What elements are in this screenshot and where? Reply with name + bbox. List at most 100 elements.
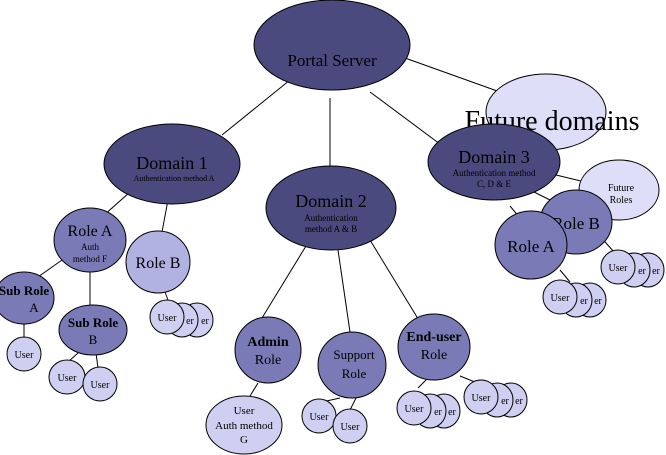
user-auth-g-line-3: G: [240, 434, 248, 446]
domain-2-auth-1: Authentication: [304, 213, 358, 223]
admin-role-line-1: Admin: [247, 335, 288, 350]
user-circle: [82, 366, 118, 402]
portal-server-label: Portal Server: [287, 51, 377, 70]
link-support-user2: [349, 397, 357, 411]
link-portal-domain3: [369, 91, 449, 151]
portal-server-node: Portal Server: [253, 0, 411, 91]
admin-role-line-2: Role: [255, 353, 281, 368]
user-label: User: [91, 380, 111, 391]
user-node-support-1: User: [301, 398, 337, 434]
role-b-node: Role B: [125, 230, 191, 294]
domain-3-node: Domain 3 Authentication method C, D & E: [427, 123, 561, 201]
user-node-sub-role-b-1: User: [48, 359, 86, 395]
link-domain1-roleb: [161, 199, 169, 233]
user-stack-enduser-1: er er User: [396, 390, 461, 429]
user-auth-g-node: User Auth method G: [205, 395, 283, 455]
user-stack-domain-3-role-b: er er User: [600, 249, 665, 288]
user-stack-domain-3-role-a: er er User: [542, 279, 607, 318]
user-stack-front-label: User: [158, 313, 178, 324]
link-roleb-users: [164, 291, 169, 301]
link-domain2-support: [337, 249, 351, 333]
user-stack-partial-label: er: [580, 296, 588, 307]
user-auth-g-line-2: Auth method: [215, 420, 273, 432]
link-d3rolea-users: [559, 269, 571, 283]
sub-role-b-node: Sub Role B: [58, 304, 128, 356]
role-a-title: Role A: [68, 223, 113, 240]
user-stack-circle-front: [600, 249, 636, 285]
domain-2-node: Domain 2 Authentication method A & B: [265, 165, 397, 251]
links: [23, 57, 615, 411]
user-stack-enduser-2: er er User: [463, 379, 528, 418]
portal-server-shape: [253, 0, 411, 91]
link-domain2-admin: [261, 245, 307, 319]
user-stack-circle-front: [542, 279, 578, 315]
role-a-node: Role A Auth method F: [53, 207, 127, 273]
sub-role-b-line-1: Sub Role: [68, 315, 118, 330]
user-label: User: [310, 412, 330, 423]
link-subroleb-user2: [95, 352, 99, 369]
domain-1-auth: Authentication method A: [134, 174, 215, 183]
domain-1-title: Domain 1: [136, 153, 208, 173]
domain-3-role-a-label: Role A: [507, 237, 555, 256]
sub-role-a-shape: [0, 271, 55, 325]
domain-2-title: Domain 2: [295, 191, 367, 211]
user-stack-role-b: er er User: [149, 299, 214, 338]
role-a-auth-2: method F: [73, 254, 107, 264]
role-b-shape: [125, 230, 191, 294]
user-circle: [6, 336, 42, 372]
user-stack-partial-label: er: [594, 296, 602, 307]
domain-1-node: Domain 1 Authentication method A: [103, 123, 241, 205]
user-stack-front-label: User: [551, 293, 571, 304]
user-stack-partial-label: er: [501, 396, 509, 407]
domain-3-role-a-shape: [494, 210, 568, 280]
user-stack-partial-label: er: [652, 266, 660, 277]
enduser-role-line-2: Role: [421, 348, 447, 363]
sub-role-b-shape: [58, 304, 128, 356]
link-portal-domain1: [221, 79, 291, 136]
role-a-auth-1: Auth: [81, 242, 100, 252]
support-role-node: Support Role: [317, 331, 387, 399]
user-label: User: [58, 373, 78, 384]
admin-role-shape: [234, 316, 302, 384]
domain-2-auth-2: method A & B: [305, 224, 357, 234]
user-auth-g-shape: [205, 395, 283, 455]
user-stack-front-label: User: [472, 393, 492, 404]
link-domain2-enduser: [369, 239, 421, 323]
user-stack-front-label: User: [405, 404, 425, 415]
support-role-line-1: Support: [333, 347, 375, 362]
link-domain3-futureroles: [555, 174, 586, 183]
role-b-label: Role B: [136, 255, 181, 272]
sub-role-a-node: Sub Role A: [0, 271, 55, 325]
user-stack-partial-label: er: [434, 407, 442, 418]
future-roles-line-2: Roles: [610, 195, 633, 206]
link-rolea-subrolea: [37, 259, 63, 278]
user-circle: [332, 408, 368, 444]
user-stack-partial-label: er: [201, 316, 209, 327]
domain-3-title: Domain 3: [458, 147, 530, 167]
domain-2-shape: [265, 165, 397, 251]
user-stack-partial-label: er: [448, 407, 456, 418]
sub-role-a-line-1: Sub Role: [0, 283, 49, 298]
admin-role-node: Admin Role: [234, 316, 302, 384]
user-stack-circle-front: [396, 390, 432, 426]
user-stack-partial-label: er: [186, 316, 194, 327]
support-role-shape: [317, 331, 387, 399]
user-node-sub-role-b-2: User: [82, 366, 118, 402]
user-stack-front-label: User: [609, 263, 629, 274]
user-label: User: [15, 350, 35, 361]
role-a-shape: [53, 207, 127, 273]
user-label: User: [341, 422, 361, 433]
sub-role-b-line-2: B: [89, 332, 98, 347]
user-stack-circle-front: [149, 299, 185, 335]
domain-3-auth-1: Authentication method: [453, 168, 536, 178]
user-stack-circle-front: [463, 379, 499, 415]
user-stack-partial-label: er: [638, 266, 646, 277]
user-node-support-2: User: [332, 408, 368, 444]
domain-3-role-a-node: Role A: [494, 210, 568, 280]
link-admin-userg: [249, 382, 259, 397]
future-roles-line-1: Future: [608, 183, 635, 194]
user-node-sub-role-a: User: [6, 336, 42, 372]
domain-1-shape: [103, 123, 241, 205]
support-role-line-2: Role: [342, 366, 367, 381]
